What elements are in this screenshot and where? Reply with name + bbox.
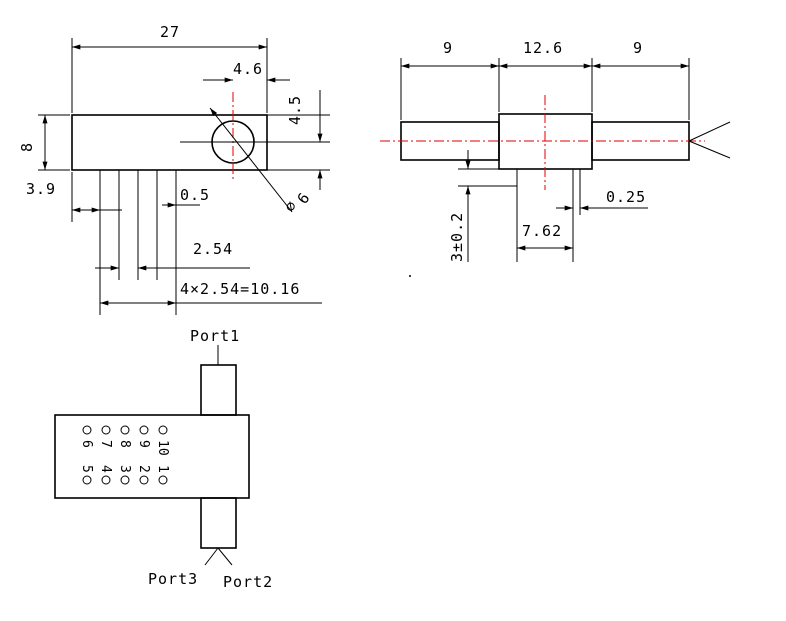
front-view: 27 4.6 4.5 8 ⌀ 6 3.9 0.5 2.54 [18, 23, 330, 315]
pin-1-hole [158, 475, 168, 485]
dim-side-right: 9 [633, 39, 643, 57]
pin-row-bottom [82, 475, 168, 485]
pin-3-hole [120, 475, 130, 485]
port2-label: Port2 [223, 573, 273, 591]
dim-hole-height: 4.5 [286, 95, 304, 125]
pin-8-hole [120, 425, 130, 435]
front-pins [99, 170, 177, 315]
pin-4-hole [101, 475, 111, 485]
side-view: 9 12.6 9 3±0.2 7.62 0.25 [380, 39, 731, 277]
dim-pin-width: 0.5 [180, 186, 210, 204]
dim-hole-offset: 4.6 [233, 60, 263, 78]
pin-2-hole [139, 475, 149, 485]
pin-number-1: 1 [155, 465, 170, 473]
pin-number-6: 6 [79, 440, 94, 448]
pin-7-hole [101, 425, 111, 435]
dim-pin-length: 3±0.2 [448, 212, 466, 262]
pin-number-7: 7 [98, 440, 113, 448]
port3-label: Port3 [148, 570, 198, 588]
pin-number-4: 4 [98, 465, 113, 473]
pin-row-top [82, 425, 168, 435]
pin-9-hole [139, 425, 149, 435]
pin-number-8: 8 [117, 440, 132, 448]
pin-10-hole [158, 425, 168, 435]
dim-pin-spacing-side: 7.62 [522, 222, 562, 240]
pin-number-3: 3 [117, 465, 132, 473]
port23-tube [200, 497, 237, 549]
dim-body-height: 8 [18, 142, 36, 152]
dim-pin-thickness: 0.25 [606, 188, 646, 206]
pin-number-9: 9 [136, 440, 151, 448]
bottom-view: Port1 Port3 Port2 6 7 8 9 10 5 4 3 2 [54, 327, 273, 591]
dim-side-mid: 12.6 [523, 39, 563, 57]
dim-total-length: 27 [160, 23, 180, 41]
dim-pin-pitch: 2.54 [193, 240, 233, 258]
dim-pin-offset: 3.9 [26, 180, 56, 198]
pin-number-10: 10 [155, 440, 170, 456]
port1-tube [200, 364, 237, 416]
port1-label: Port1 [190, 327, 240, 345]
bottom-body [54, 414, 250, 499]
dim-pin-span: 4×2.54=10.16 [180, 280, 300, 298]
pin-5-hole [82, 475, 92, 485]
pin-number-5: 5 [79, 465, 94, 473]
dim-side-left: 9 [443, 39, 453, 57]
pin-6-hole [82, 425, 92, 435]
pin-number-2: 2 [136, 465, 151, 473]
